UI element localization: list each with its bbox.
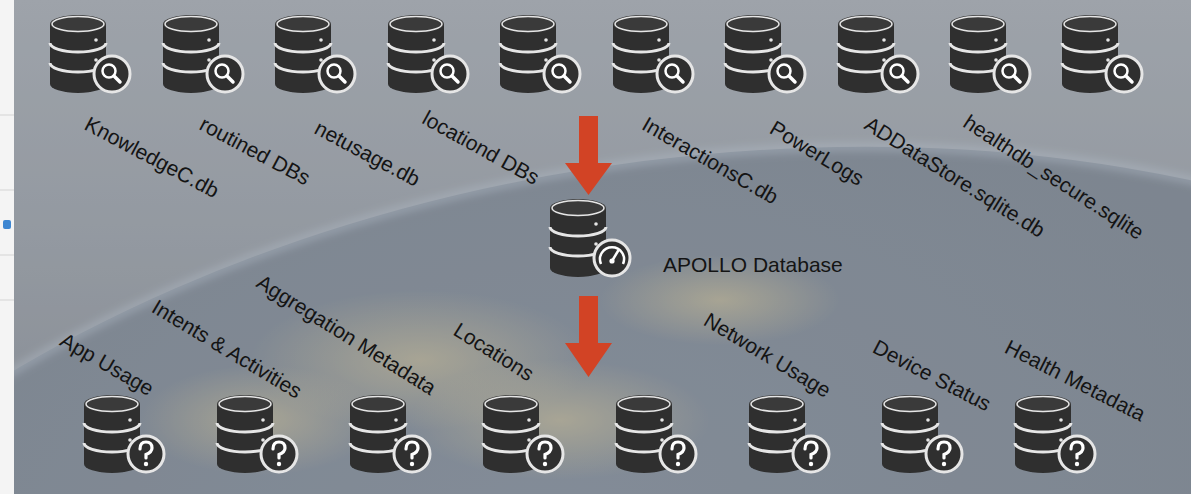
database-icon	[271, 12, 361, 97]
database-node: Aggregation Metadata	[346, 392, 436, 477]
database-icon	[213, 392, 303, 477]
database-node: healthdb_secure.sqlite	[946, 12, 1036, 97]
database-icon	[546, 196, 636, 281]
database-node: Device Status	[878, 392, 968, 477]
database-node: routined DBs	[159, 12, 249, 97]
database-node: Intents & Activities	[213, 392, 303, 477]
database-node: InteractionsC.db	[609, 12, 699, 97]
database-icon	[346, 392, 436, 477]
database-icon	[1011, 392, 1101, 477]
database-icon	[159, 12, 249, 97]
database-icon	[946, 12, 1036, 97]
database-icon	[479, 392, 569, 477]
database-icon	[80, 392, 170, 477]
database-node: netusage.db	[271, 12, 361, 97]
database-node: Network Usage	[745, 392, 835, 477]
database-icon	[46, 12, 136, 97]
database-label: APOLLO Database	[663, 253, 843, 277]
database-node: Locations	[479, 392, 569, 477]
database-node: APOLLO Database	[546, 196, 636, 281]
database-icon	[745, 392, 835, 477]
database-icon	[721, 12, 811, 97]
database-node: ADDataStore.sqlite.db	[834, 12, 924, 97]
database-node: PowerLogs	[721, 12, 811, 97]
database-node: locationd DBs	[384, 12, 474, 97]
database-icon	[384, 12, 474, 97]
database-icon	[834, 12, 924, 97]
database-node: KnowledgeC.db	[46, 12, 136, 97]
database-node: Health Metadata	[1011, 392, 1101, 477]
database-icon	[878, 392, 968, 477]
database-icon	[609, 12, 699, 97]
database-node: App Usage	[80, 392, 170, 477]
